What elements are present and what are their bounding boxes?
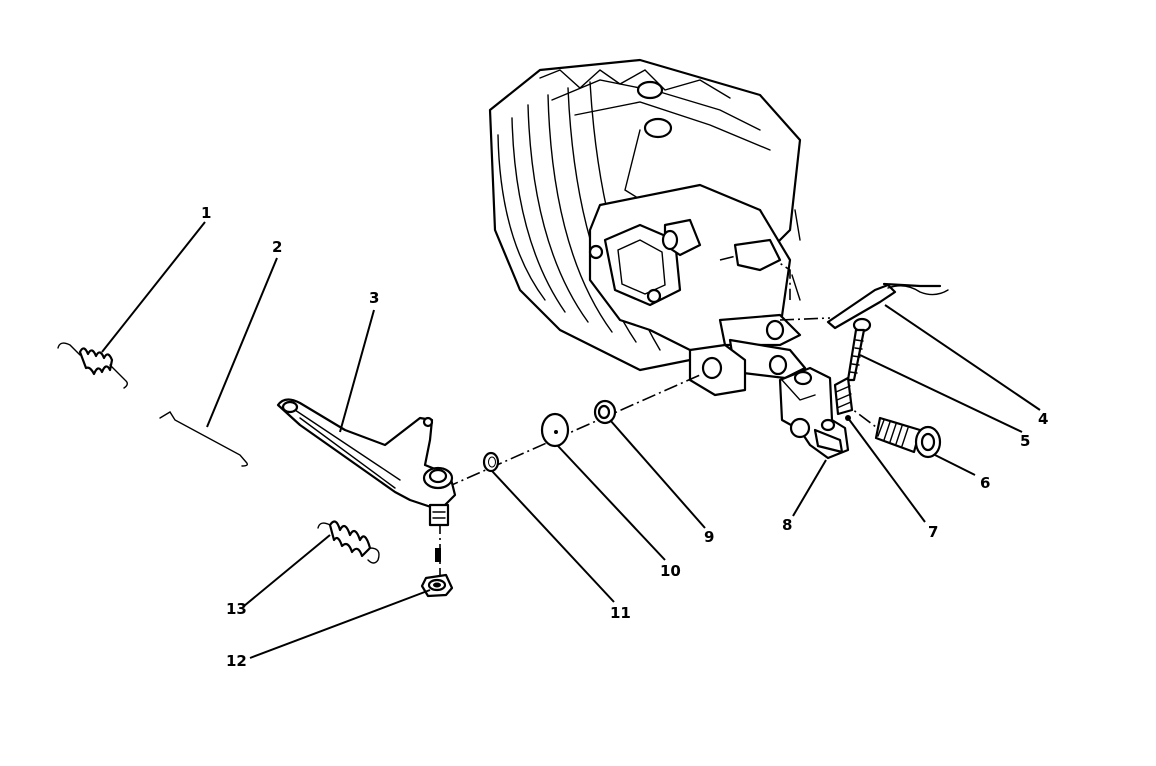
callout-5: 5 [1020, 432, 1030, 450]
leader-1 [101, 221, 206, 353]
callout-3: 3 [369, 289, 379, 307]
leader-3 [339, 309, 375, 433]
stud-segment [435, 548, 441, 562]
part-1-spring [57, 342, 128, 389]
callout-13: 13 [226, 600, 247, 618]
stud-axis [779, 317, 831, 321]
callout-12: 12 [226, 652, 247, 670]
part-12-nut [420, 573, 454, 598]
part-13-spring [317, 520, 380, 564]
part-4-throttle-link [826, 282, 949, 330]
part-10-washer [540, 412, 570, 448]
assembly-axis [444, 374, 701, 489]
leader-12 [249, 589, 431, 659]
leader-9 [609, 419, 706, 529]
part-2-wire-link [159, 411, 249, 467]
callout-6: 6 [980, 474, 990, 492]
callout-labels: 1 2 3 4 5 6 7 8 9 10 11 12 13 [201, 204, 1048, 670]
callout-11: 11 [610, 604, 631, 622]
leader-5 [859, 354, 1023, 433]
part-8-control-bracket [778, 366, 850, 460]
leader-11 [491, 470, 615, 603]
part-5-screw [846, 317, 872, 382]
callout-4: 4 [1038, 410, 1048, 428]
callout-8: 8 [782, 516, 792, 534]
leader-lines [101, 221, 1041, 659]
leader-8 [792, 459, 827, 517]
leader-2 [206, 257, 278, 428]
callout-1: 1 [201, 204, 211, 222]
part-7-spring [833, 376, 854, 421]
part-9-bushing [593, 399, 617, 425]
leader-10 [557, 445, 666, 561]
leader-7 [847, 417, 926, 523]
callout-9: 9 [704, 528, 714, 546]
part-3-governor-lever [276, 398, 457, 527]
part-6-bolt [874, 416, 942, 459]
leader-4 [884, 304, 1041, 411]
callout-2: 2 [272, 238, 282, 256]
part-11-retaining-ring [482, 451, 500, 473]
leader-13 [243, 534, 331, 607]
callout-10: 10 [660, 562, 681, 580]
callout-7: 7 [928, 523, 938, 541]
engine-block [488, 58, 807, 397]
leader-6 [934, 454, 976, 476]
